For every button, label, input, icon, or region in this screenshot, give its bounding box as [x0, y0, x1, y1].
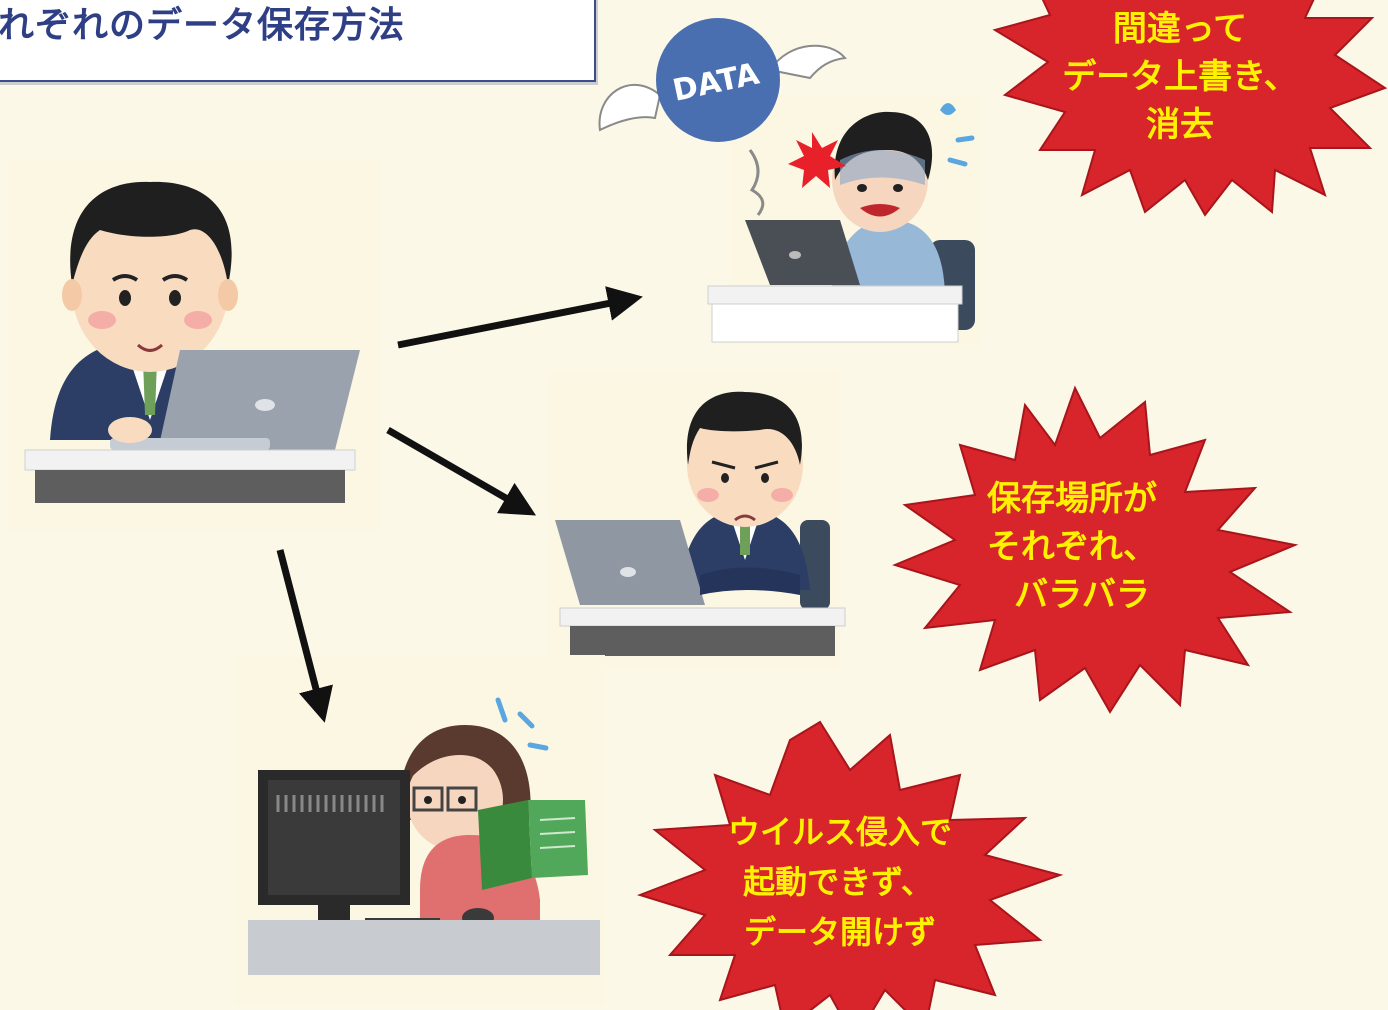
burst-2-line-1: 保存場所が: [987, 479, 1157, 519]
burst-3-line-1: ウイルス侵入で: [728, 813, 952, 851]
burst-1-line-2: データ上書き、: [1062, 57, 1298, 97]
burst-1-line-1: 間違って: [1113, 9, 1247, 49]
burst-3-line-2: 起動できず、: [743, 863, 933, 901]
burst-2-line-3: バラバラ: [1014, 575, 1150, 615]
worker-virus: [235, 655, 605, 1005]
burst-2-line-2: それぞれ、: [987, 527, 1157, 567]
worker-overwrite: [598, 18, 980, 345]
burst-3-line-3: データ開けず: [744, 913, 936, 951]
arrow-to-scattered: [386, 426, 537, 516]
central-office-worker: [8, 160, 378, 530]
burst-virus: [636, 720, 1064, 1010]
worker-scattered: [550, 370, 846, 670]
burst-overwrite: [992, 0, 1388, 217]
flow-arrows: [276, 286, 643, 723]
burst-1-line-3: 消去: [1146, 105, 1214, 145]
title-box: れぞれのデータ保存方法: [0, 0, 596, 82]
arrow-to-overwrite: [397, 286, 643, 349]
arrow-to-virus: [276, 549, 333, 723]
burst-scattered: [892, 385, 1299, 714]
page-title: れぞれのデータ保存方法: [0, 5, 406, 46]
